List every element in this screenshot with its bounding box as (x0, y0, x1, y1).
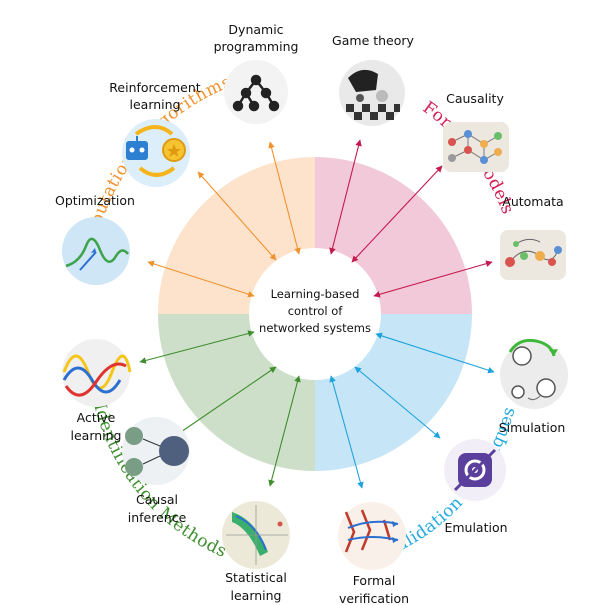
node-active-learning: Active learning (62, 339, 132, 443)
causal-nodes-icon (122, 417, 190, 485)
causal-inference-label-1: Causal (136, 492, 178, 507)
decision-tree-icon (224, 60, 288, 124)
node-automata: Automata (500, 194, 566, 280)
arrow-causal-inference (177, 366, 277, 435)
center-line-3: networked systems (259, 321, 371, 335)
arrow-formal-verification (329, 375, 364, 489)
flow-arrows-icon (338, 502, 406, 570)
optimization-label: Optimization (55, 193, 135, 208)
statistical-learning-label-1: Statistical (225, 570, 287, 585)
arrow-dynamic-programming (268, 141, 301, 255)
center-label: Learning-based control of networked syst… (259, 287, 371, 335)
node-statistical-learning: Statistical learning (222, 501, 290, 603)
active-learning-label-1: Active (77, 410, 116, 425)
node-simulation: Simulation (499, 338, 568, 435)
curve-plot-icon (62, 217, 130, 285)
arrow-statistical-learning (268, 375, 301, 487)
arrow-active-learning (139, 330, 255, 364)
node-game-theory: Game theory (332, 33, 415, 126)
arrow-reinforcement-learning (197, 171, 277, 261)
causal-inference-label-2: inference (128, 510, 187, 525)
arrows (139, 139, 495, 489)
arrow-automata (373, 260, 493, 298)
state-machine-icon (500, 230, 566, 280)
automata-label: Automata (502, 194, 563, 209)
arrow-optimization (147, 260, 255, 298)
reinforcement-learning-label-2: learning (130, 97, 181, 112)
arrow-simulation (375, 332, 495, 374)
dynamic-programming-label-2: programming (214, 39, 299, 54)
arrow-causality (351, 165, 443, 263)
node-reinforcement-learning: Reinforcement learning (109, 80, 201, 187)
active-learning-label-2: learning (71, 428, 122, 443)
reinforcement-learning-label-1: Reinforcement (109, 80, 200, 95)
regression-band-icon (222, 501, 290, 569)
game-theory-label: Game theory (332, 33, 414, 48)
simulation-label: Simulation (499, 420, 566, 435)
center-line-1: Learning-based (271, 287, 360, 301)
cycle-icon (500, 338, 568, 409)
node-causality: Causality (443, 91, 509, 172)
robot-coin-cycle-icon (122, 119, 190, 187)
emulation-label: Emulation (444, 520, 507, 535)
arrow-emulation (354, 366, 441, 439)
gear-chip-icon (444, 439, 506, 501)
center-line-2: control of (288, 304, 344, 318)
chess-icon (339, 60, 405, 126)
formal-verification-label-1: Formal (353, 573, 396, 588)
node-formal-verification: Formal verification (338, 502, 409, 605)
node-optimization: Optimization (55, 193, 135, 285)
causality-label: Causality (446, 91, 504, 106)
statistical-learning-label-2: learning (231, 588, 282, 603)
node-causal-inference: Causal inference (122, 417, 190, 525)
node-emulation: Emulation (444, 439, 508, 535)
node-dynamic-programming: Dynamic programming (214, 22, 299, 124)
arrow-game-theory (329, 139, 362, 255)
formal-verification-label-2: verification (339, 591, 409, 605)
wave-lines-icon (62, 339, 132, 407)
dynamic-programming-label-1: Dynamic (228, 22, 283, 37)
causal-graph-icon (443, 122, 509, 172)
quadrant-validation (315, 314, 472, 471)
